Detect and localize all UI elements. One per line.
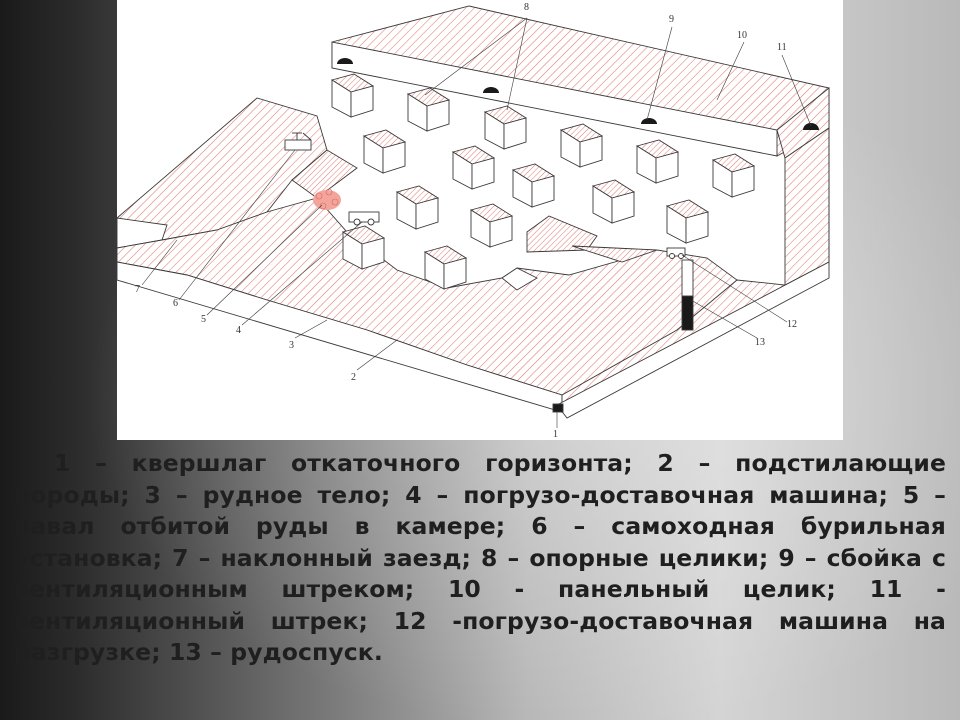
pillar [665,199,710,244]
pillar [406,87,451,132]
label-7: 7 [135,284,140,295]
label-2: 2 [351,372,356,383]
triangular-pillar [571,245,658,263]
pillar [591,179,636,224]
label-10: 10 [737,30,747,41]
label-9: 9 [669,14,674,25]
label-8: 8 [524,2,529,13]
mining-diagram: 1 2 3 4 5 6 7 8 9 10 11 12 13 [117,2,830,440]
label-5: 5 [201,314,206,325]
pillar [469,203,514,248]
triangular-pillar [526,215,598,253]
ore-chute [681,295,694,331]
leader-lines [141,17,812,428]
loader-machine [348,211,380,226]
figure-caption: 1 – квершлаг откаточного горизонта; 2 – … [14,449,946,666]
pillar [341,225,386,270]
support-pillars [330,73,756,290]
crosscut-drift [556,261,830,419]
label-12: 12 [787,319,797,330]
panel-pillar-front [331,41,778,157]
diagram-labels: 1 2 3 4 5 6 7 8 9 10 11 12 13 [135,2,797,440]
vent-crosscut [641,118,657,124]
drilling-rig [284,132,312,151]
label-6: 6 [173,298,178,309]
pillar [635,139,680,184]
label-4: 4 [236,325,241,336]
pillar [423,245,468,290]
pillar [451,145,496,190]
ventilation-drift-opening [803,123,819,130]
label-11: 11 [777,42,787,53]
mining-diagram-panel: 1 2 3 4 5 6 7 8 9 10 11 12 13 [117,0,843,440]
pillar [395,185,440,230]
pillar [711,153,756,198]
vent-openings [337,58,819,130]
pillar [362,129,407,174]
pillar [511,163,556,208]
label-13: 13 [755,337,765,348]
vent-crosscut [483,87,499,93]
label-3: 3 [289,340,294,351]
vent-crosscut [337,58,353,64]
pillar [330,73,375,118]
front-slab-front [117,261,563,413]
pillar [483,105,528,150]
pillar [559,123,604,168]
ore-heap [313,188,341,210]
loader-unloading [666,247,686,259]
label-1: 1 [553,429,558,440]
